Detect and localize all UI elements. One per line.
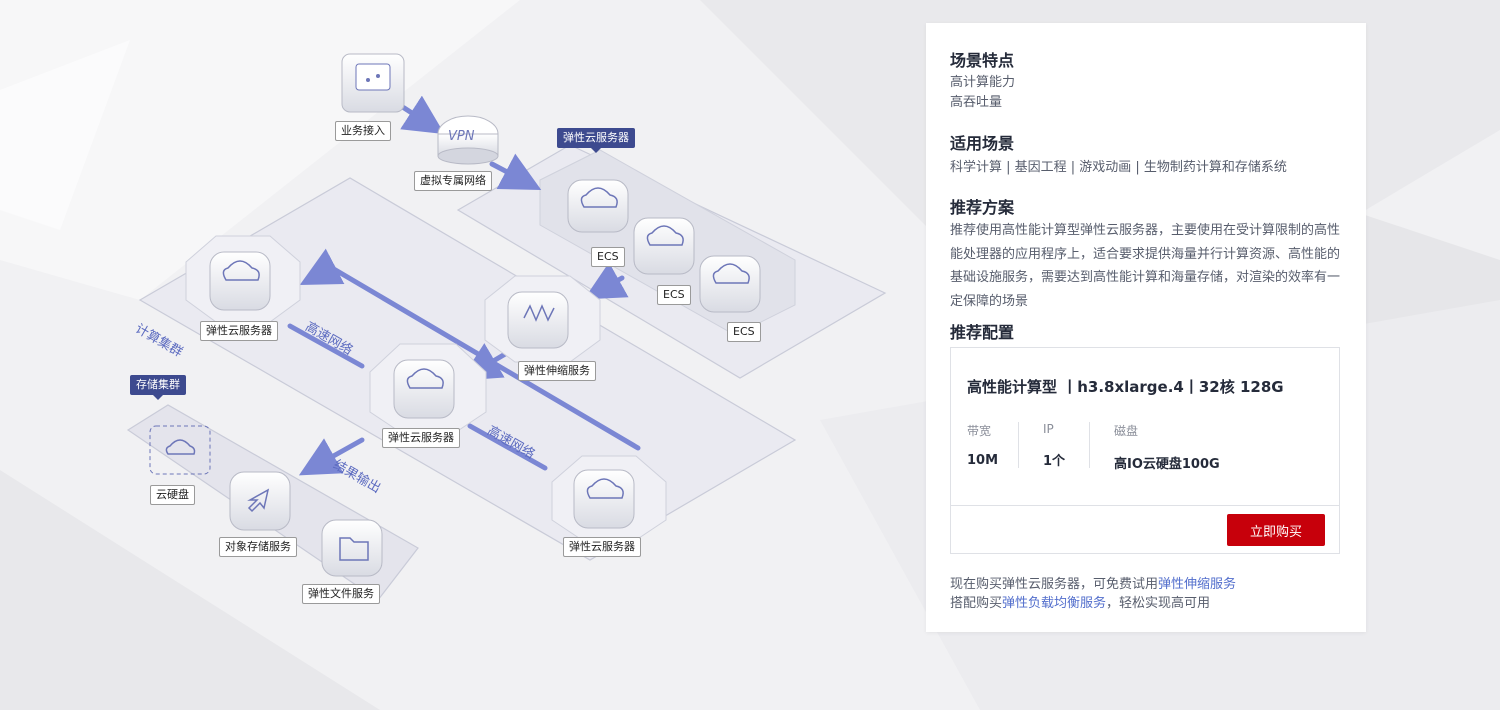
label-elastic-server-3: 弹性云服务器 xyxy=(563,537,641,557)
buy-now-button[interactable]: 立即购买 xyxy=(1227,514,1325,546)
label-file-service: 弹性文件服务 xyxy=(302,584,380,604)
scenarios-title: 适用场景 xyxy=(950,134,1015,153)
auto-scaling-node xyxy=(484,275,601,363)
spec-bandwidth: 带宽 10M xyxy=(967,422,998,468)
vpn-icon-text: VPN xyxy=(448,129,475,144)
label-elastic-server-1: 弹性云服务器 xyxy=(200,321,278,341)
solution-title: 推荐方案 xyxy=(950,198,1015,217)
promo-2-prefix: 搭配购买 xyxy=(950,596,1003,611)
file-service-node xyxy=(321,519,383,577)
spec-disk-value: 高IO云硬盘100G xyxy=(1114,457,1220,472)
label-ecs-1: ECS xyxy=(591,247,625,267)
architecture-diagram: VPN xyxy=(126,53,887,601)
solution-text: 推荐使用高性能计算型弹性云服务器，主要使用在受计算限制的高性能处理器的应用程序上… xyxy=(950,223,1341,309)
promo-line-1: 现在购买弹性云服务器，可免费试用弹性伸缩服务 xyxy=(950,573,1236,592)
spec-disk-label: 磁盘 xyxy=(1114,424,1139,438)
spec-ip: IP 1个 xyxy=(1043,422,1065,469)
spec-ip-label: IP xyxy=(1043,422,1054,436)
load-balancer-link[interactable]: 弹性负载均衡服务 xyxy=(1002,596,1107,611)
label-elastic-server-2: 弹性云服务器 xyxy=(382,428,460,448)
spec-bandwidth-label: 带宽 xyxy=(967,424,992,438)
elastic-server-node-1 xyxy=(185,235,301,323)
auto-scaling-link[interactable]: 弹性伸缩服务 xyxy=(1158,577,1237,592)
config-separator xyxy=(951,505,1339,506)
spec-disk: 磁盘 高IO云硬盘100G xyxy=(1114,422,1220,472)
spec-divider xyxy=(1089,422,1090,468)
promo-1-prefix: 现在购买弹性云服务器，可免费试用 xyxy=(950,577,1159,592)
feature-line-2: 高吞吐量 xyxy=(950,95,1003,110)
scenarios-text: 科学计算 | 基因工程 | 游戏动画 | 生物制药计算和存储系统 xyxy=(950,160,1287,175)
cloud-disk-node xyxy=(149,425,211,475)
vpn-node xyxy=(437,115,499,165)
promo-2-suffix: ，轻松实现高可用 xyxy=(1106,596,1211,611)
config-title: 推荐配置 xyxy=(950,323,1015,342)
features-title: 场景特点 xyxy=(950,51,1015,70)
label-auto-scaling: 弹性伸缩服务 xyxy=(518,361,596,381)
flag-ecs-group: 弹性云服务器 xyxy=(557,128,635,153)
elastic-server-node-3 xyxy=(551,455,667,541)
config-name: 高性能计算型 丨h3.8xlarge.4丨32核 128G xyxy=(967,378,1284,396)
ecs-node-3 xyxy=(699,255,761,313)
ecs-node-2 xyxy=(633,217,695,275)
spec-bandwidth-value: 10M xyxy=(967,453,999,468)
label-business-access: 业务接入 xyxy=(335,121,391,141)
label-object-storage: 对象存储服务 xyxy=(219,537,297,557)
label-cloud-disk: 云硬盘 xyxy=(150,485,195,505)
elastic-server-node-2 xyxy=(369,343,487,433)
feature-line-1: 高计算能力 xyxy=(950,75,1016,90)
business-access-node xyxy=(341,53,405,113)
object-storage-node xyxy=(229,471,291,531)
label-ecs-3: ECS xyxy=(727,322,761,342)
label-vpn: 虚拟专属网络 xyxy=(414,171,492,191)
spec-ip-value: 1个 xyxy=(1043,454,1066,469)
flag-storage-cluster: 存储集群 xyxy=(130,375,186,400)
promo-line-2: 搭配购买弹性负载均衡服务，轻松实现高可用 xyxy=(950,592,1210,611)
config-box: 高性能计算型 丨h3.8xlarge.4丨32核 128G 带宽 10M IP … xyxy=(950,347,1340,554)
scenario-card: 场景特点 高计算能力 高吞吐量 适用场景 科学计算 | 基因工程 | 游戏动画 … xyxy=(926,23,1366,632)
label-ecs-2: ECS xyxy=(657,285,691,305)
spec-divider xyxy=(1018,422,1019,468)
ecs-node-1 xyxy=(567,179,629,233)
